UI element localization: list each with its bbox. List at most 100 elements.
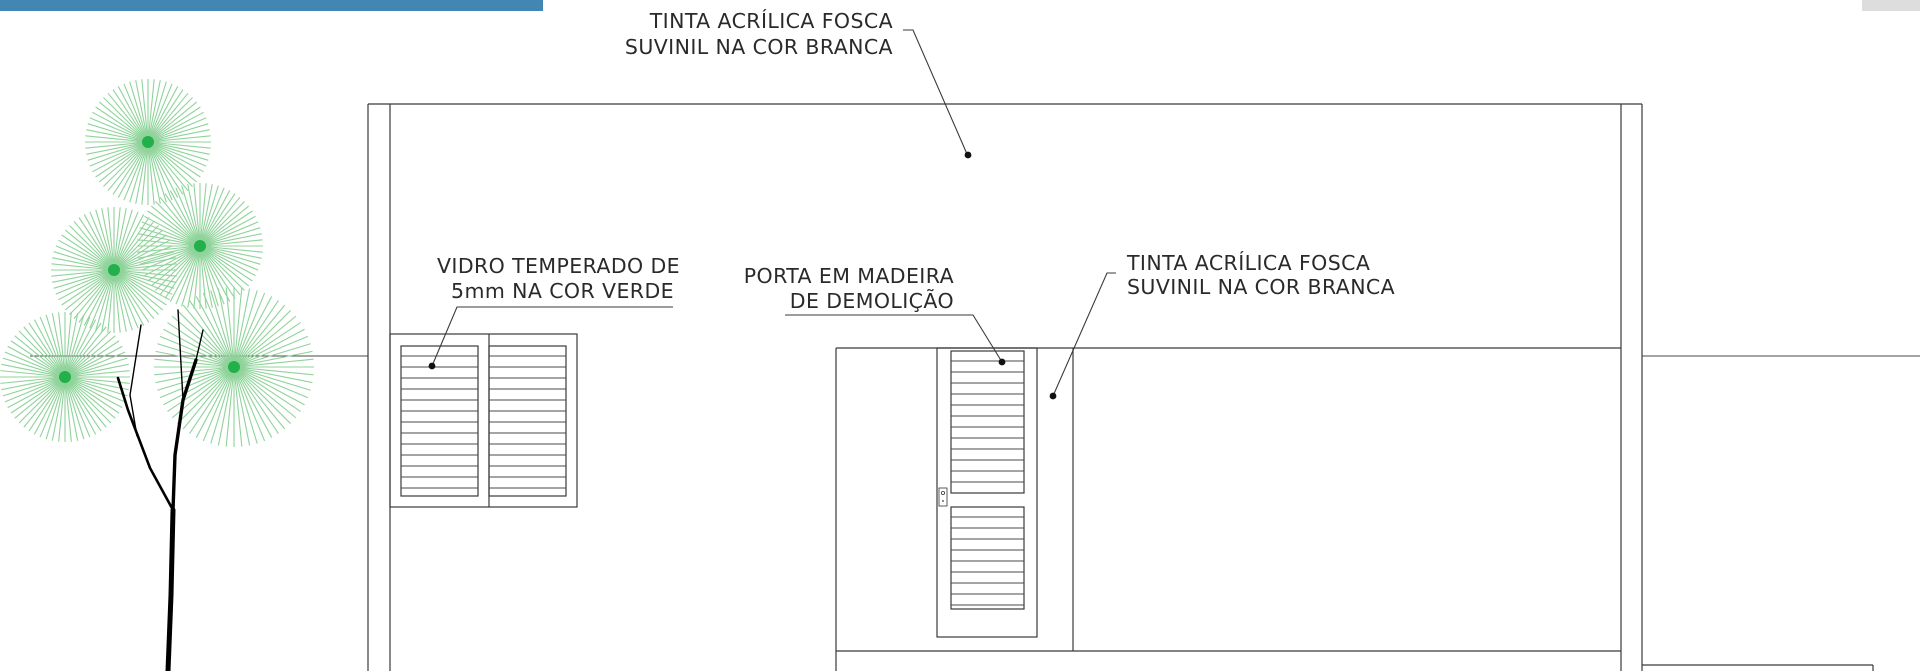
foliage-ray [159,335,230,366]
foliage-ray [234,371,258,444]
foliage-ray [1,377,61,391]
foliage-ray [69,357,128,377]
leader-top-wall-dot [964,151,972,159]
recessed-volume [835,347,1621,671]
foliage-ray [58,239,110,269]
foliage-ray [83,274,113,326]
foliage-burst-icon [85,79,211,205]
foliage-ray [152,129,210,142]
foliage-ray [204,246,262,259]
foliage-ray [58,381,66,442]
foliage-ray [87,142,144,161]
foliage-ray [152,142,209,161]
foliage-ray [103,145,145,187]
door-lower-panel [950,506,1025,610]
foliage-ray [69,377,128,397]
foliage-ray [10,340,62,375]
foliage-ray [78,217,112,267]
foliage-ray [65,381,85,440]
foliage-ray [89,117,144,141]
foliage-ray [89,274,113,329]
tree-branch-left [116,376,175,512]
foliage-cluster-icon [0,79,314,447]
foliage-ray [117,229,164,268]
foliage-ray [148,80,161,138]
foliage-burst-icon [154,287,314,447]
leader-window [431,306,673,367]
foliage-ray [113,207,121,266]
foliage-ray [157,367,230,391]
foliage-ray [55,245,110,269]
foliage-ray [236,370,279,434]
foliage-ray [204,247,256,277]
annotation-window: VIDRO TEMPERADO DE 5mm NA COR VERDE [428,254,680,370]
foliage-ray [238,368,305,406]
annotation-window-line-2: 5mm NA COR VERDE [451,279,674,303]
foliage-ray [204,247,259,271]
foliage-ray [201,250,231,302]
foliage-ray [202,196,241,243]
foliage-ray [151,144,198,183]
annotation-door-line-2: DE DEMOLIÇÃO [790,287,954,313]
foliage-ray [137,245,196,253]
foliage-ray [151,101,198,140]
foliage-ray [67,380,102,432]
foliage-ray [193,250,201,309]
foliage-ray [1,363,61,377]
foliage-ray [233,287,243,363]
foliage-ray [129,81,148,138]
foliage-ray [65,314,85,373]
foliage-ray [67,380,107,428]
foliage-ray [182,370,232,430]
foliage-ray [107,145,146,192]
foliage-ray [69,345,123,376]
leader-door [785,314,1003,363]
foliage-ray [152,123,209,142]
foliage-ray [235,371,266,442]
foliage-ray [64,381,72,442]
foliage-ray [238,358,314,368]
foliage-ray [0,370,61,378]
foliage-ray [152,135,211,143]
foliage-ray [147,79,155,138]
leader-lower-wall [1052,272,1116,397]
foliage-ray [237,322,301,365]
foliage-burst-icon [137,183,263,309]
foliage-ray [152,141,211,149]
foliage-ray [117,272,167,306]
foliage-ray [150,92,189,139]
foliage-ray [203,248,250,287]
foliage-ray [58,312,66,373]
foliage-ray [116,273,150,323]
foliage-ray [67,322,102,374]
foliage-core [59,371,71,383]
foliage-ray [14,335,62,375]
foliage-ray [117,273,159,315]
foliage-ray [107,207,115,266]
foliage-ray [237,315,297,365]
foliage-ray [152,111,204,141]
annotation-top-wall-line-1: TINTA ACRÍLICA FOSCA [649,8,893,33]
foliage-ray [28,380,63,432]
foliage-ray [101,208,114,266]
foliage-ray [114,208,127,266]
foliage-ray [33,381,64,435]
foliage-ray [139,246,196,265]
foliage-ray [65,313,79,373]
foliage-ray [155,201,197,243]
foliage-ray [150,145,189,192]
foliage-ray [69,363,129,377]
foliage-ray [89,143,144,167]
foliage-ray [200,250,219,307]
tree-branch-thin-1 [129,324,142,437]
foliage-ray [202,371,233,442]
foliage-ray [175,187,199,242]
foliage-ray [225,371,235,447]
foliage-ray [200,250,213,308]
foliage-ray [202,292,233,363]
foliage-ray [144,247,196,277]
foliage-ray [69,377,129,391]
foliage-ray [118,239,170,269]
foliage-ray [68,335,116,375]
foliage-ray [85,135,144,143]
